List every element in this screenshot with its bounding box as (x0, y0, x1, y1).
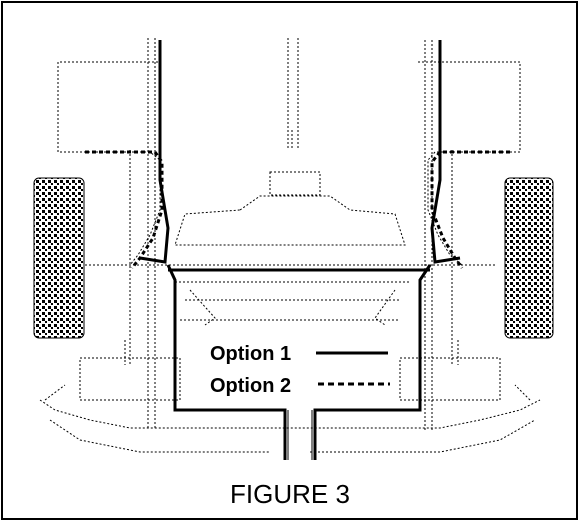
center-post-lower (287, 410, 313, 460)
center-column (287, 38, 299, 150)
support-braces (189, 289, 396, 326)
legend-option-2-label: Option 2 (210, 375, 291, 397)
axle-lines (85, 264, 495, 321)
legend-option-1-label: Option 1 (210, 343, 291, 365)
right-tire (504, 177, 554, 339)
option-1-line-right (313, 40, 461, 460)
left-tire (33, 177, 85, 339)
legend: Option 1 Option 2 (210, 343, 390, 397)
right-bracket-option2 (427, 151, 495, 266)
lower-body-outline (39, 357, 541, 453)
option-1-line-left (139, 40, 287, 460)
figure-caption: FIGURE 3 (230, 479, 350, 509)
center-hub (174, 171, 406, 246)
